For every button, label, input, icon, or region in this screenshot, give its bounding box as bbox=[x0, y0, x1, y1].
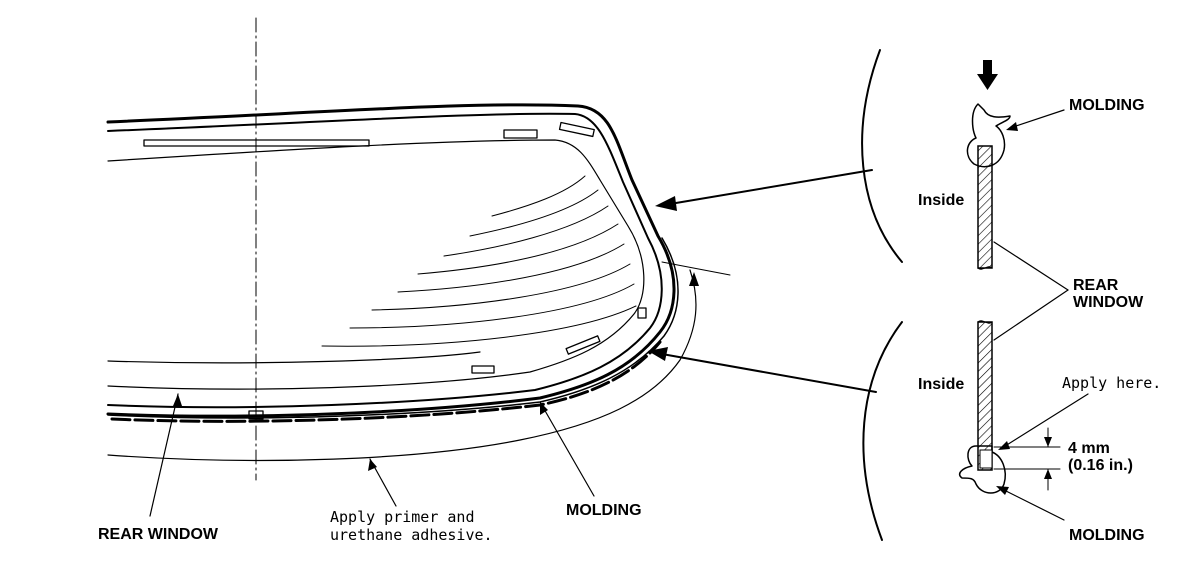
apply-here-leader bbox=[1001, 393, 1089, 449]
bottom-clip-a bbox=[565, 335, 601, 355]
label-molding-bottom: MOLDING bbox=[1069, 527, 1145, 544]
molding-top-profile bbox=[966, 103, 1011, 168]
lower-sweep-line bbox=[107, 351, 481, 364]
label-rear-window-main: REAR WINDOW bbox=[98, 526, 219, 543]
molding-bottom-profile bbox=[958, 445, 1006, 494]
detail-top bbox=[966, 60, 1065, 270]
molding-bottom-leader bbox=[999, 487, 1065, 521]
glass-edge bbox=[107, 139, 645, 390]
adhesive-bead-section bbox=[979, 449, 993, 469]
molding-main-leader bbox=[539, 401, 595, 497]
detail-views bbox=[861, 49, 1089, 541]
molding-second-line bbox=[107, 237, 679, 419]
defroster-lines bbox=[321, 175, 637, 347]
top-clip-b bbox=[558, 121, 595, 138]
rear-window-leader-arrow bbox=[173, 394, 182, 406]
callout-arrows bbox=[648, 169, 877, 393]
molding-top-leader bbox=[1009, 109, 1065, 129]
label-dimension-mm: 4 mm bbox=[1068, 440, 1110, 457]
detail-bottom bbox=[958, 320, 1089, 521]
side-clip bbox=[637, 307, 647, 319]
label-rear-window-detail-2: WINDOW bbox=[1073, 294, 1144, 311]
molding-inner-edge bbox=[107, 112, 663, 409]
adhesive-bead-arc bbox=[107, 269, 697, 462]
label-dimension-in: (0.16 in.) bbox=[1068, 457, 1133, 474]
rear-window-detail-leader-2 bbox=[993, 289, 1069, 341]
label-molding-main: MOLDING bbox=[566, 502, 642, 519]
label-inside-bottom: Inside bbox=[918, 376, 964, 393]
arc-tangent-line bbox=[661, 261, 731, 276]
rear-window-leader bbox=[149, 393, 179, 517]
label-inside-top: Inside bbox=[918, 192, 964, 209]
apply-primer-leader-arrow bbox=[368, 459, 377, 471]
label-rear-window-detail-1: REAR bbox=[1073, 277, 1119, 294]
outer-body-edge bbox=[106, 103, 676, 418]
molding-main-leader-arrow bbox=[540, 402, 548, 415]
molding-dash-band bbox=[110, 340, 662, 423]
glass-bottom-section bbox=[977, 321, 993, 471]
label-apply-primer-line1: Apply primer and bbox=[330, 508, 475, 526]
bead-arrow bbox=[689, 272, 699, 286]
top-clip-long bbox=[143, 139, 370, 147]
label-apply-primer-line2: urethane adhesive. bbox=[330, 526, 493, 544]
label-molding-top: MOLDING bbox=[1069, 97, 1145, 114]
detail-arc-bottom bbox=[862, 321, 903, 541]
center-clip bbox=[248, 410, 264, 420]
detail-arc-top bbox=[861, 49, 903, 263]
bottom-clip-b bbox=[471, 365, 495, 374]
rear-window-detail-leader-1 bbox=[993, 241, 1069, 291]
top-clip-a bbox=[503, 129, 538, 139]
label-apply-here: Apply here. bbox=[1062, 374, 1161, 392]
glass-top-section bbox=[977, 145, 993, 269]
down-arrow-icon bbox=[977, 60, 998, 90]
window-main-view bbox=[106, 17, 731, 517]
glass-top-break bbox=[977, 266, 993, 270]
